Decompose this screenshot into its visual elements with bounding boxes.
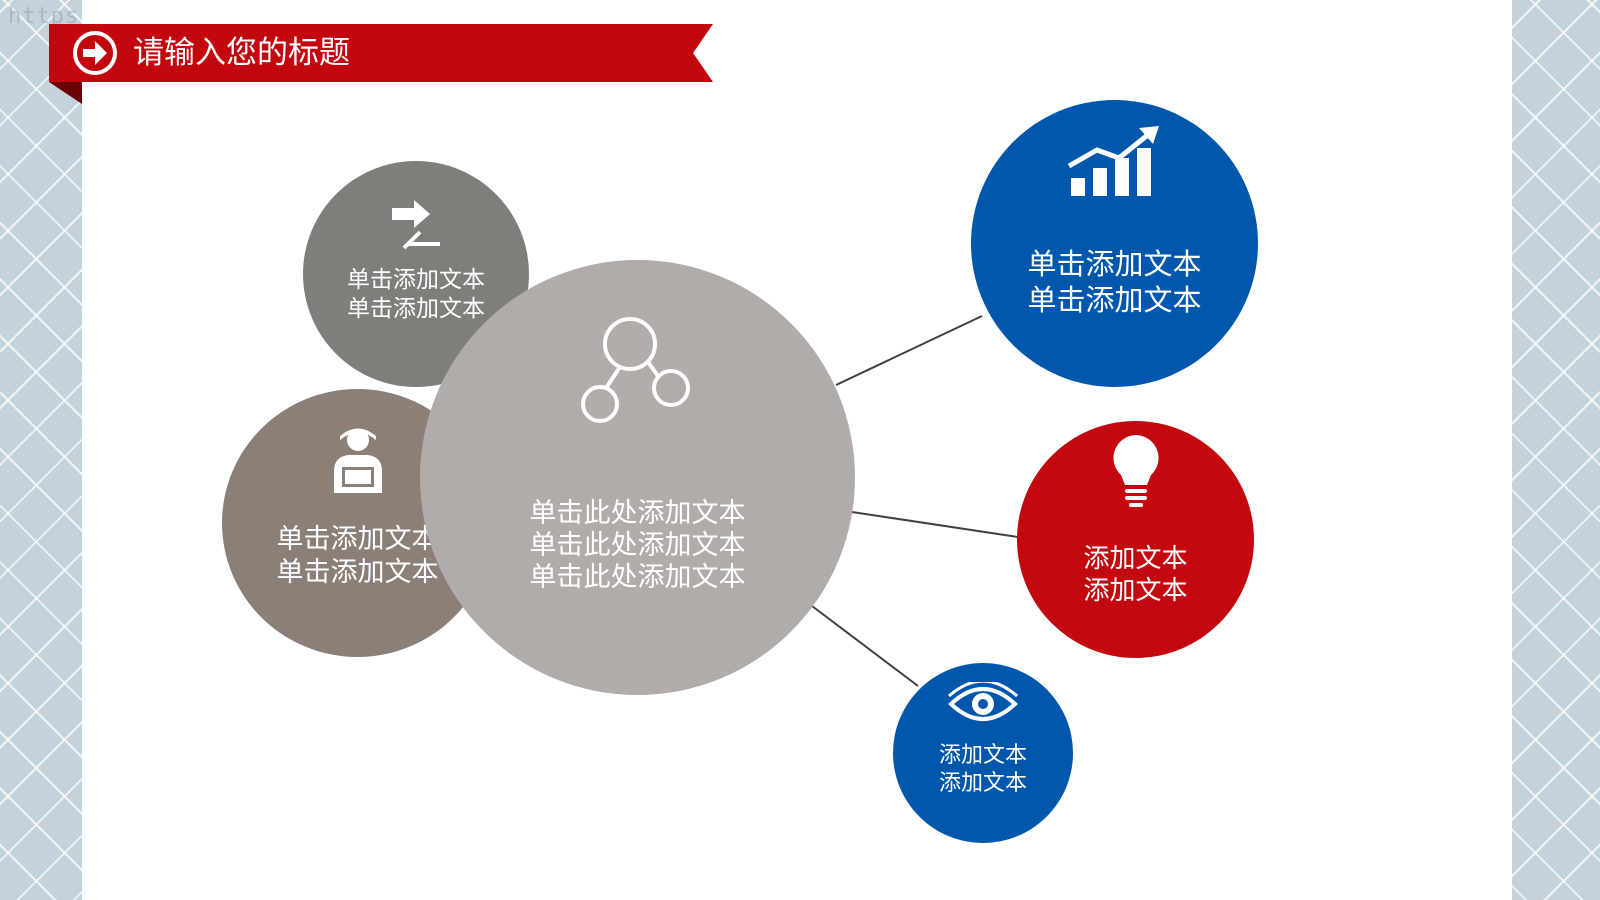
network-nodes-icon xyxy=(580,316,690,423)
title-ribbon xyxy=(49,24,713,82)
node-text-line[interactable]: 单击添加文本 xyxy=(347,267,485,293)
node-text-line[interactable]: 单击添加文本 xyxy=(347,296,485,322)
node-text-line[interactable]: 单击添加文本 xyxy=(276,524,439,555)
person-laptop-icon xyxy=(333,428,382,493)
arrow-right-circle-icon xyxy=(73,31,117,75)
node-text-line[interactable]: 添加文本 xyxy=(938,771,1027,796)
connector-line-blue-top xyxy=(835,315,983,386)
node-text-line[interactable]: 单击此处添加文本 xyxy=(529,561,746,593)
node-text-line[interactable]: 单击此处添加文本 xyxy=(529,529,746,561)
node-center: 单击此处添加文本 单击此处添加文本 单击此处添加文本 xyxy=(420,260,855,695)
node-text-line[interactable]: 单击此处添加文本 xyxy=(529,497,746,529)
connector-line-red xyxy=(851,511,1019,538)
node-text-line[interactable]: 添加文本 xyxy=(1083,543,1188,574)
page-title: 请输入您的标题 xyxy=(133,35,350,71)
node-text-line[interactable]: 单击添加文本 xyxy=(1027,282,1202,317)
node-blue-top: 单击添加文本 单击添加文本 xyxy=(971,100,1258,387)
light-bulb-icon xyxy=(1112,434,1159,507)
node-text-line[interactable]: 单击添加文本 xyxy=(276,557,439,588)
node-blue-bottom: 添加文本 添加文本 xyxy=(893,663,1073,843)
eye-icon xyxy=(948,682,1018,721)
node-red: 添加文本 添加文本 xyxy=(1017,421,1254,658)
node-text-line[interactable]: 单击添加文本 xyxy=(1027,246,1202,281)
exchange-arrows-icon xyxy=(392,200,440,250)
node-text-line[interactable]: 添加文本 xyxy=(1083,575,1188,606)
node-text-line[interactable]: 添加文本 xyxy=(938,743,1027,768)
growth-chart-icon xyxy=(1067,125,1159,196)
node-gray-top: 单击添加文本 单击添加文本 xyxy=(303,161,529,387)
connector-line-blue-bottom xyxy=(811,605,919,687)
